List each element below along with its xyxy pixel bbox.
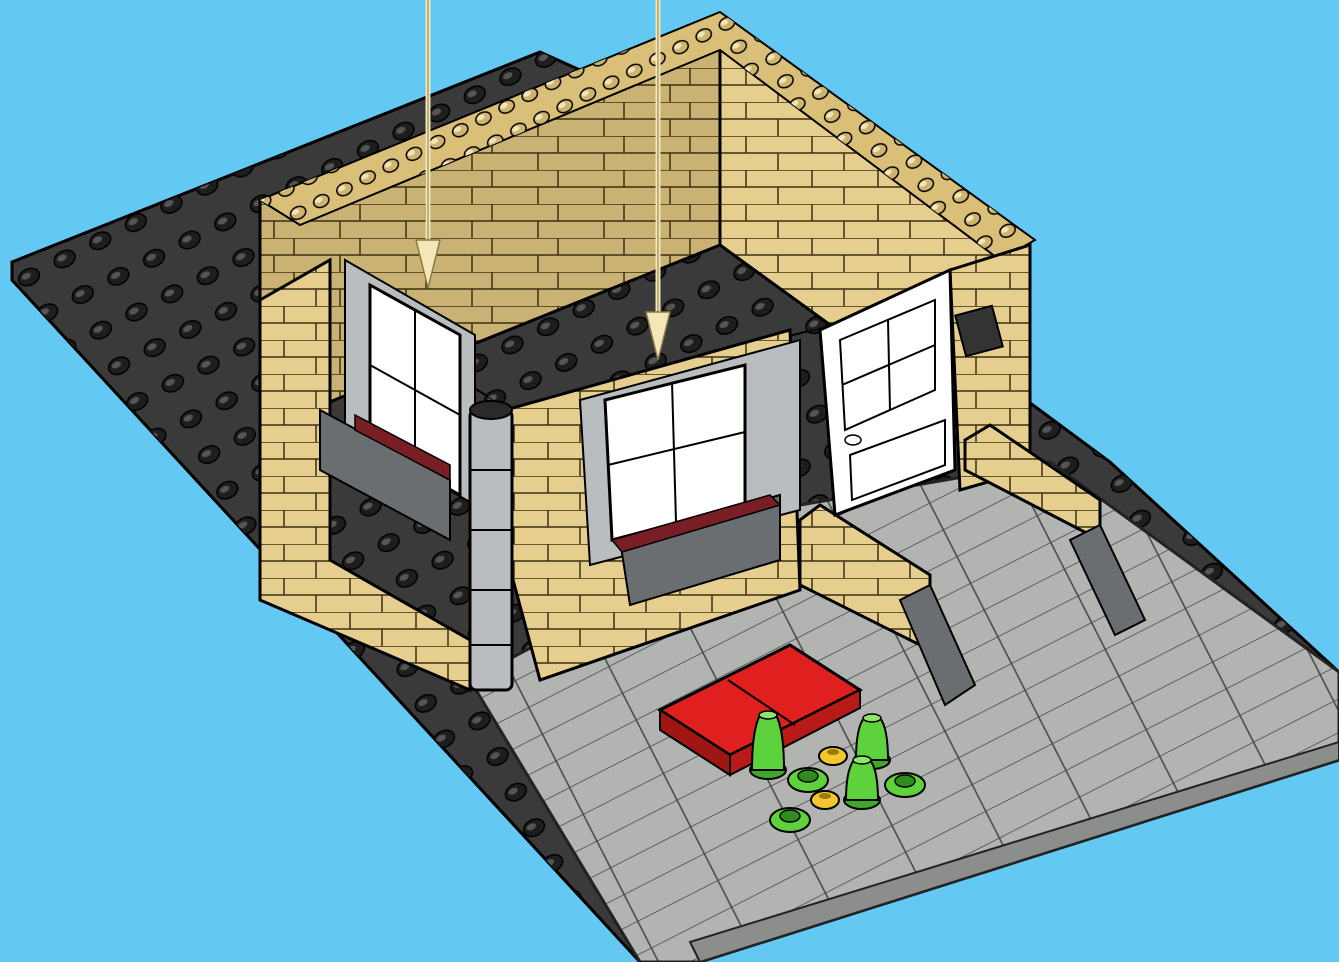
- flower-pot: [885, 773, 925, 797]
- yellow-flower: [819, 747, 847, 765]
- door-handle: [845, 435, 861, 445]
- flower-pot: [788, 768, 828, 792]
- flower-pot: [770, 808, 810, 832]
- yellow-flower: [811, 791, 839, 809]
- corner-column: [470, 401, 512, 690]
